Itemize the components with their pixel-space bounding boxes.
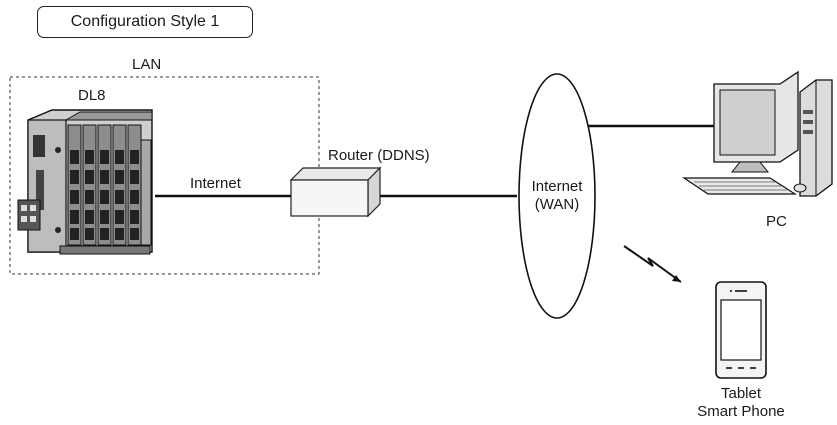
- router-label: Router (DDNS): [328, 147, 430, 164]
- configuration-title: Configuration Style 1: [37, 6, 253, 38]
- wan-cloud-ellipse: [518, 73, 596, 319]
- dl8-label: DL8: [78, 87, 106, 104]
- internet-link-label: Internet: [190, 175, 241, 192]
- desktop-pc-icon: [682, 70, 833, 197]
- tablet-label-line2: Smart Phone: [697, 403, 785, 420]
- router-box-icon: [289, 166, 382, 218]
- wan-label-line1: Internet: [531, 178, 583, 195]
- lightning-bolt-icon: [623, 245, 682, 283]
- tablet-label-line1: Tablet: [720, 385, 762, 402]
- smartphone-icon: [715, 281, 767, 379]
- dl8-logger-icon: [17, 109, 153, 255]
- lan-label: LAN: [132, 56, 162, 73]
- pc-label: PC: [766, 213, 787, 230]
- wan-label-line2: (WAN): [534, 196, 580, 213]
- lan-boundary: [9, 76, 320, 275]
